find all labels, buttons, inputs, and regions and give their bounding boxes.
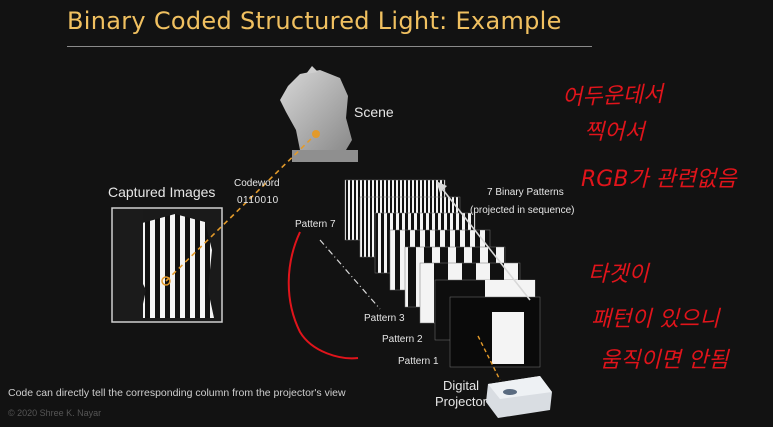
slide-footer-note: Code can directly tell the corresponding…	[8, 387, 346, 399]
handwritten-note: 패턴이 있으니	[591, 307, 720, 332]
codeword-label: Codeword	[234, 178, 280, 189]
title-divider	[67, 46, 592, 47]
captured-images-label: Captured Images	[108, 184, 216, 200]
handwritten-note: 찍어서	[584, 120, 645, 145]
handwritten-note: 타겟이	[588, 262, 649, 287]
pattern-2-label: Pattern 2	[382, 334, 423, 345]
projector-icon	[486, 376, 552, 418]
annotation-curve	[287, 231, 359, 360]
digital-projector-label: Digital Projector	[434, 378, 488, 409]
copyright-text: © 2020 Shree K. Nayar	[8, 408, 102, 418]
codeword-line	[165, 133, 317, 282]
pattern-7-label: Pattern 7	[295, 219, 336, 230]
handwritten-note: 어두운데서	[561, 82, 664, 111]
binary-pattern-stack	[344, 179, 541, 368]
arrow-head	[436, 181, 447, 193]
pattern-range-line	[319, 239, 381, 310]
binary-patterns-label: 7 Binary Patterns	[487, 187, 564, 198]
scene-label: Scene	[354, 104, 394, 120]
handwritten-note: 움직이면 안됨	[600, 348, 729, 373]
pattern-3-label: Pattern 3	[364, 313, 405, 324]
projection-arrow	[439, 185, 531, 301]
projector-beam	[477, 335, 501, 381]
pattern-1-label: Pattern 1	[398, 356, 439, 367]
slide-title: Binary Coded Structured Light: Example	[67, 7, 562, 35]
binary-patterns-sublabel: (projected in sequence)	[470, 205, 575, 216]
captured-image	[111, 207, 223, 323]
scene-statue	[280, 66, 358, 162]
codeword-value: 0110010	[237, 195, 279, 206]
handwritten-note: RGB가 관련없음	[581, 167, 737, 192]
